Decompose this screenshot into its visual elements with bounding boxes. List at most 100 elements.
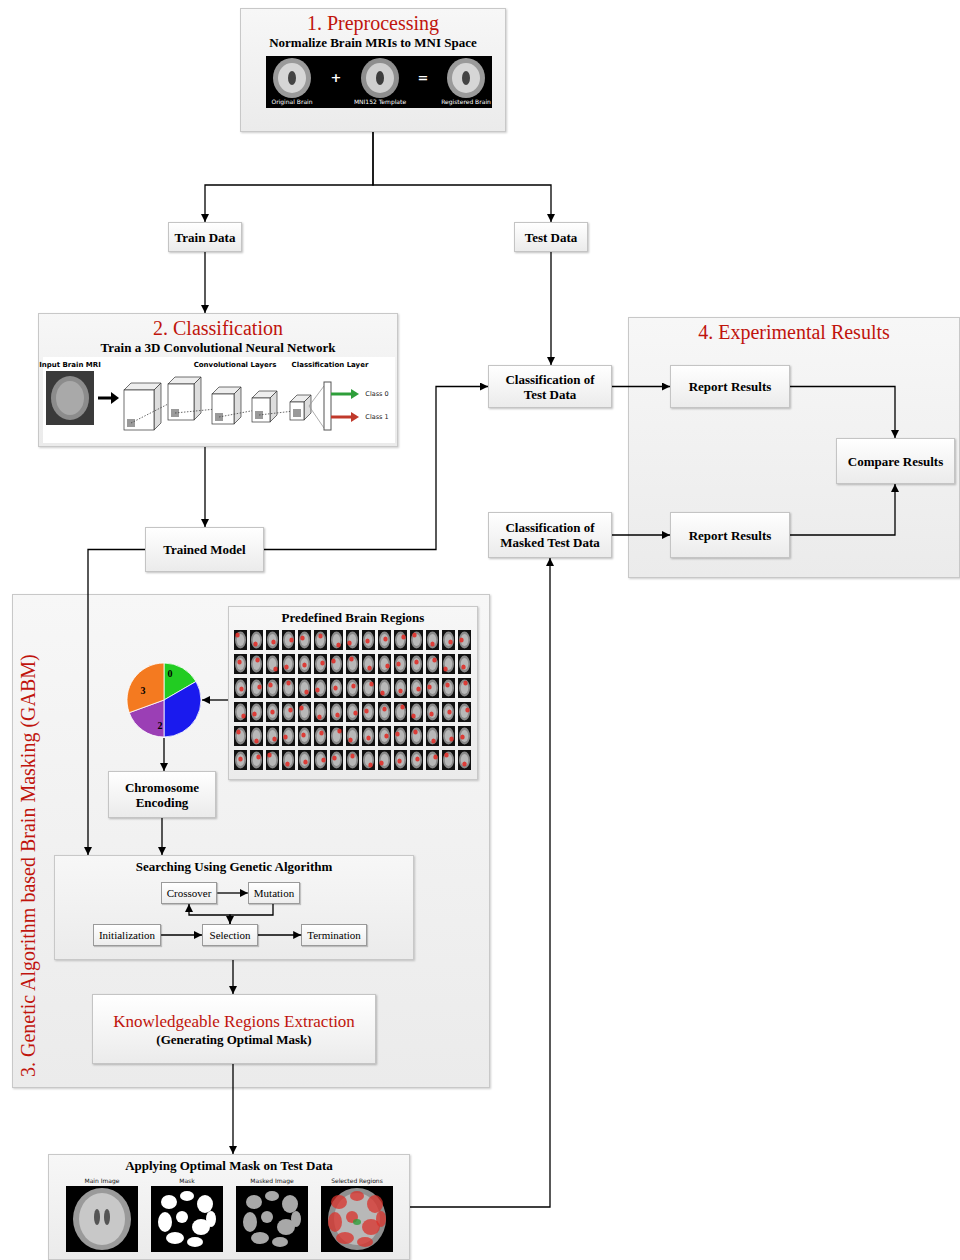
brain-slice — [429, 634, 437, 646]
region-spot — [336, 642, 340, 647]
stage-heading: Knowledgeable Regions Extraction — [113, 1011, 355, 1032]
region-tile — [250, 630, 263, 650]
region-tile — [234, 678, 247, 698]
brain-slice — [283, 752, 294, 769]
pie-chart: 032 — [126, 662, 202, 738]
region-blob — [350, 1191, 364, 1201]
brain-slice — [365, 634, 373, 646]
brain-slice — [301, 634, 309, 646]
dense-links — [309, 386, 324, 428]
region-spot — [319, 730, 323, 735]
region-spot — [337, 728, 341, 733]
region-blob — [357, 1237, 373, 1247]
brain-slice — [251, 632, 262, 649]
brain-slice — [443, 656, 454, 673]
region-spot — [462, 761, 466, 766]
brain-slice — [365, 730, 373, 742]
region-tile — [234, 750, 247, 770]
brain-slice — [299, 632, 310, 649]
step-box: Mutation — [248, 882, 300, 904]
brain-slice — [379, 752, 390, 769]
masked-image — [236, 1186, 308, 1252]
region-spot — [235, 632, 239, 637]
brain-slice — [237, 730, 245, 742]
region-tile — [362, 654, 375, 674]
connector — [232, 1064, 233, 1154]
brain-image — [51, 376, 89, 420]
stage-heading: 3. Genetic Algorithm based Brain Masking… — [17, 654, 40, 1077]
region-tile — [442, 726, 455, 746]
region-tile — [234, 654, 247, 674]
region-blob — [328, 1212, 342, 1232]
brain-slice — [299, 728, 310, 745]
brain-slice — [235, 752, 246, 769]
brain-slice — [363, 632, 374, 649]
brain-slice — [411, 632, 422, 649]
brain-slice — [413, 682, 421, 694]
brain-slice — [427, 728, 438, 745]
pie-outline — [126, 662, 202, 738]
process-box: Compare Results — [836, 438, 955, 484]
brain-slice — [333, 754, 341, 766]
region-tile — [298, 750, 311, 770]
region-tile — [394, 702, 407, 722]
brain-slice — [299, 680, 310, 697]
brain-slice — [363, 680, 374, 697]
region-spot — [365, 638, 369, 643]
region-spot — [431, 738, 435, 743]
box-label: Test Data — [525, 230, 578, 245]
region-tile — [282, 702, 295, 722]
brain-slice — [443, 632, 454, 649]
figure-caption: Convolutional Layers — [194, 361, 277, 369]
brain-slice — [413, 658, 421, 670]
region-spot — [430, 641, 434, 646]
region-tile — [314, 678, 327, 698]
brain-slice — [347, 728, 358, 745]
region-spot — [300, 635, 304, 640]
region-tile — [442, 750, 455, 770]
region-spot — [385, 663, 389, 668]
masked-blob — [282, 1195, 298, 1213]
brain-slice — [347, 752, 358, 769]
region-spot — [445, 682, 449, 687]
region-tile — [266, 702, 279, 722]
region-spot — [317, 714, 321, 719]
region-spot — [463, 680, 467, 685]
brain-slice — [459, 680, 470, 697]
region-spot — [257, 684, 261, 689]
region-tile — [362, 726, 375, 746]
region-spot — [416, 686, 420, 691]
connector — [161, 818, 162, 855]
region-tile — [314, 702, 327, 722]
brain-slice — [269, 730, 277, 742]
brain-slice — [285, 658, 293, 670]
brain-slice — [283, 632, 294, 649]
region-tile — [378, 654, 391, 674]
connector — [550, 252, 551, 365]
region-tile — [410, 654, 423, 674]
region-spot — [289, 637, 293, 642]
region-spot — [449, 736, 453, 741]
region-tile — [362, 750, 375, 770]
cube-face — [212, 394, 234, 424]
connector — [264, 387, 488, 550]
brain-slice — [395, 656, 406, 673]
brain-slice — [283, 704, 294, 721]
region-tile — [426, 726, 439, 746]
region-spot — [432, 657, 436, 662]
mask-blob — [166, 1232, 184, 1244]
step-label: Crossover — [167, 886, 212, 900]
region-spot — [349, 656, 353, 661]
region-tile — [330, 654, 343, 674]
process-box: Classification of Masked Test Data — [488, 512, 612, 558]
region-spot — [447, 709, 451, 714]
brain-slice — [411, 656, 422, 673]
cube-face — [290, 402, 304, 420]
region-spot — [256, 754, 260, 759]
region-tile — [362, 630, 375, 650]
brain-slice — [411, 728, 422, 745]
brain-slice — [445, 682, 453, 694]
brain-slice — [267, 752, 278, 769]
connector — [88, 550, 145, 856]
cube-face — [234, 387, 241, 424]
